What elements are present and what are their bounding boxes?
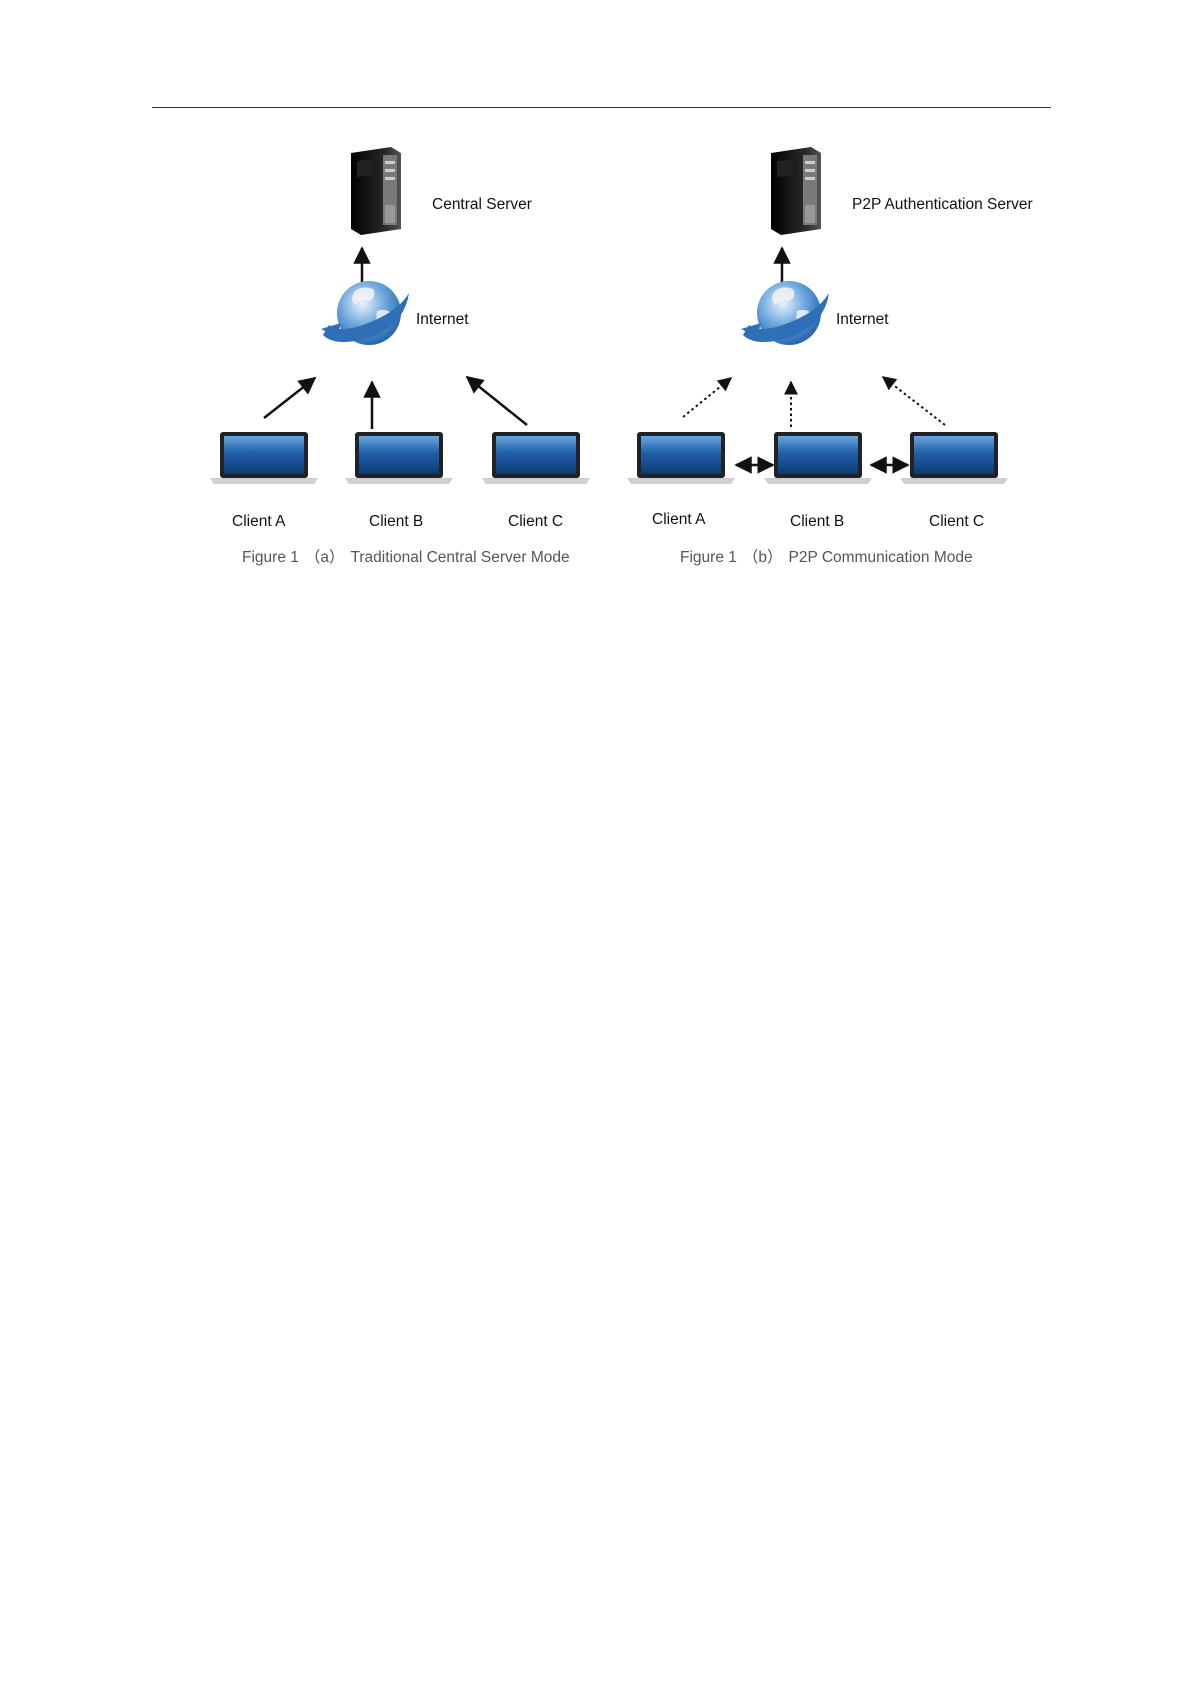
internet-label: Internet — [836, 311, 889, 329]
link-client-c — [467, 377, 527, 425]
laptop-icon — [762, 431, 874, 490]
client-label: Client B — [790, 513, 844, 531]
server-tower-icon — [343, 145, 403, 240]
link-client-c — [883, 377, 945, 425]
internet-label: Internet — [416, 311, 469, 329]
link-client-a — [683, 378, 731, 417]
client-label: Client A — [652, 511, 705, 529]
laptop-icon — [208, 431, 320, 490]
server-tower-icon — [763, 145, 823, 240]
caption-figure: Figure 1 — [680, 549, 737, 566]
server-label: Central Server — [432, 196, 532, 214]
diagram-central-server: Central Server Internet Cl — [200, 135, 630, 575]
caption-part: （a） — [305, 549, 345, 566]
client-label: Client C — [508, 513, 563, 531]
link-client-a — [264, 378, 315, 418]
caption-part: （b） — [743, 549, 783, 566]
laptop-icon — [625, 431, 737, 490]
globe-icon — [317, 277, 413, 358]
caption-title: P2P Communication Mode — [789, 549, 973, 566]
server-label: P2P Authentication Server — [852, 196, 1033, 214]
client-label: Client A — [232, 513, 285, 531]
diagram-p2p: P2P Authentication Server Internet — [620, 135, 1050, 575]
figure-caption: Figure 1 （b） P2P Communication Mode — [680, 545, 973, 567]
links-layer — [200, 135, 630, 575]
client-label: Client C — [929, 513, 984, 531]
figure-caption: Figure 1 （a） Traditional Central Server Mo… — [242, 545, 570, 567]
caption-figure: Figure 1 — [242, 549, 299, 566]
client-label: Client B — [369, 513, 423, 531]
globe-icon — [737, 277, 833, 358]
page-header-rule — [152, 107, 1051, 108]
laptop-icon — [480, 431, 592, 490]
caption-title: Traditional Central Server Mode — [351, 549, 570, 566]
laptop-icon — [898, 431, 1010, 490]
laptop-icon — [343, 431, 455, 490]
